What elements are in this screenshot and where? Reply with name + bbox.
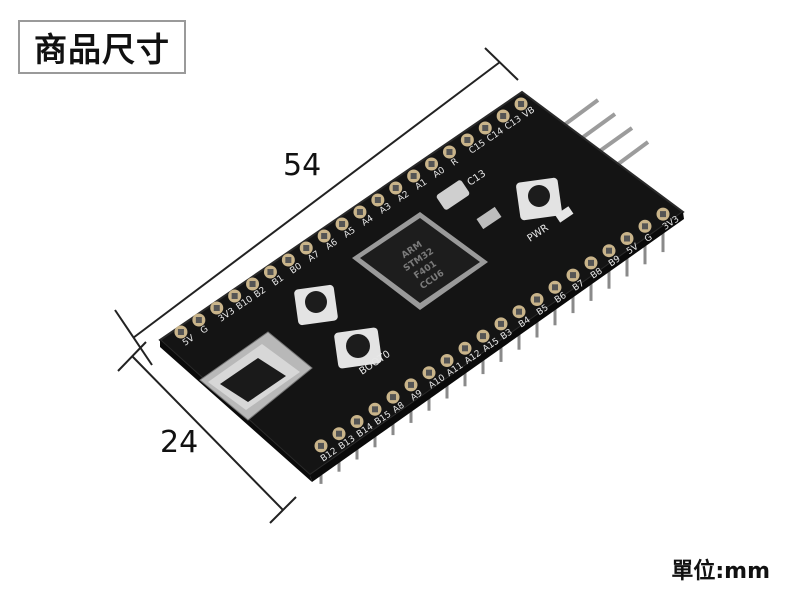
boot0-button [334,327,382,369]
width-dimension-line [117,341,297,524]
pin-post [374,197,381,203]
length-dimension-label: 54 [283,148,322,183]
pin-post [321,233,328,239]
pin-post [372,406,378,413]
pin-post [462,345,468,352]
pin-post [428,161,435,167]
pin-post [303,245,310,251]
page-title: 商品尺寸 [18,20,186,74]
pin-post [231,293,238,299]
pin-post [285,257,292,263]
pin-post [534,296,540,303]
pin-post [500,113,507,119]
pin-post [606,247,612,254]
pin-post [408,381,414,388]
pin-post [660,211,666,218]
pin-label: G [643,233,654,245]
pin-post [177,329,184,335]
pin-post [570,272,576,279]
pin-post [213,305,220,311]
pin-post [410,173,417,179]
user-button [516,177,562,221]
pin-post [356,209,363,215]
pin-post [624,235,630,242]
length-dimension-line [114,47,519,366]
pin-post [518,101,525,107]
pin-post [498,320,504,327]
pin-post [336,430,342,437]
pin-post [339,221,346,227]
pin-post [588,259,594,266]
pin-post [446,149,453,155]
pin-post [390,394,396,401]
pin-label: R [450,157,461,169]
pin-post [480,333,486,340]
pin-post [392,185,399,191]
unit-label: 單位:mm [671,559,770,584]
pin-post [516,308,522,315]
pin-label: G [199,324,210,336]
pin-post [249,281,256,287]
pin-post [642,223,648,230]
pin-post [195,317,202,323]
pin-post [318,442,324,449]
pin-post [552,284,558,291]
crystal-oscillator [436,180,470,210]
top-pin-row [174,97,528,339]
mcu-chip: ARM STM32 F401 CCU6 [352,212,488,310]
pin-post [354,418,360,425]
reset-button [294,284,338,326]
usb-c-connector [199,331,313,421]
pin-post [267,269,274,275]
bottom-pin-row [314,207,670,453]
pin-post [482,125,489,131]
pin-post [464,137,471,143]
pin-post [444,357,450,364]
pin-post [426,369,432,376]
width-dimension-label: 24 [160,425,199,460]
